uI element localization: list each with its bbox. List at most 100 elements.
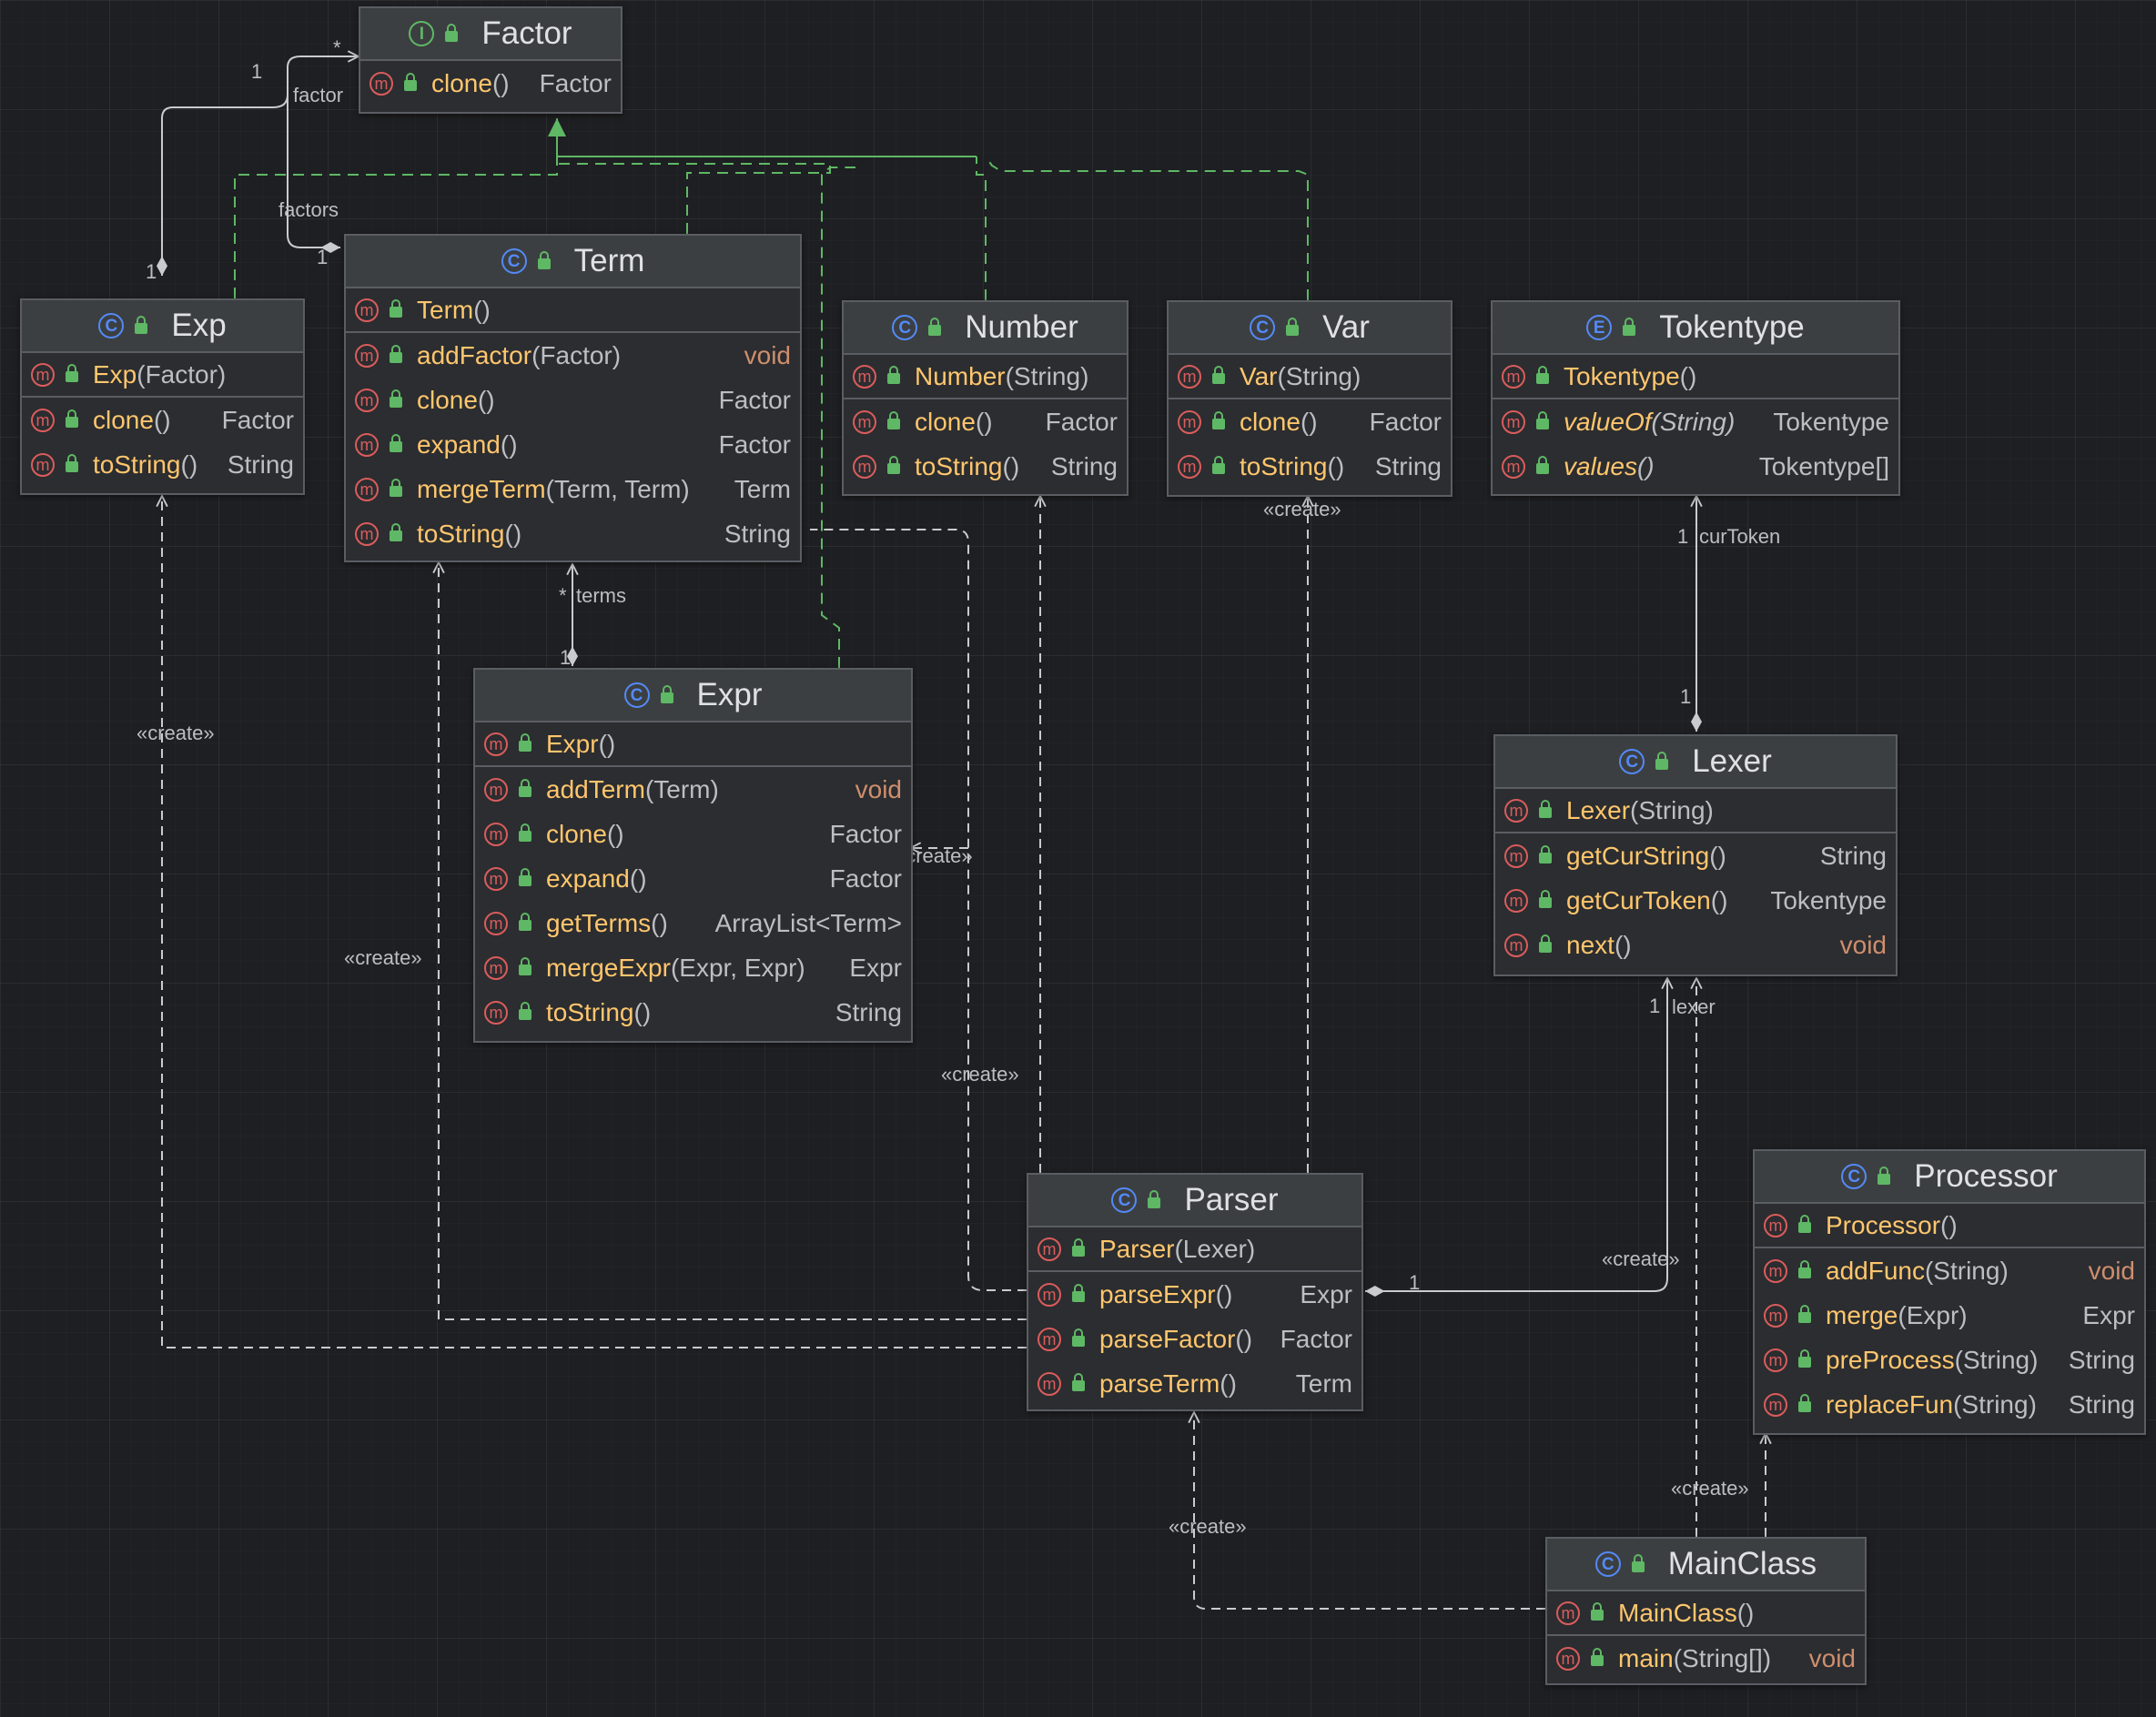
return-type: Tokentype (1773, 407, 1889, 436)
class-box-var[interactable]: C Var m Var (String) m clone () Factor m… (1167, 300, 1453, 497)
method-row[interactable]: m expand () Factor (346, 422, 800, 467)
class-box-number[interactable]: C Number m Number (String) m clone () Fa… (842, 300, 1129, 496)
public-visibility-icon (519, 823, 531, 842)
class-box-exp[interactable]: C Exp m Exp (Factor) m clone () Factor m… (20, 298, 305, 495)
method-row[interactable]: m merge (Expr) Expr (1755, 1293, 2144, 1338)
method-row[interactable]: m toString () String (475, 990, 911, 1035)
method-params: () (504, 519, 522, 548)
method-row[interactable]: m replaceFun (String) String (1755, 1382, 2144, 1427)
class-box-mainclass[interactable]: C MainClass m MainClass () m main (Strin… (1545, 1537, 1867, 1685)
method-row[interactable]: m toString () String (346, 511, 800, 556)
class-icon: C (1250, 315, 1276, 340)
return-type: void (855, 774, 902, 803)
method-name: clone (417, 385, 478, 414)
constructor-row[interactable]: m Parser (Lexer) (1028, 1227, 1361, 1272)
constructor-row[interactable]: m Number (String) (844, 355, 1127, 399)
method-row[interactable]: m toString () String (844, 444, 1127, 489)
constructor-params: (String) (1005, 361, 1089, 390)
method-row[interactable]: m mergeExpr (Expr, Expr) Expr (475, 945, 911, 990)
constructor-row[interactable]: m MainClass () (1547, 1591, 1865, 1636)
public-visibility-icon (887, 410, 900, 429)
method-row[interactable]: m preProcess (String) String (1755, 1338, 2144, 1382)
method-name: getTerms (546, 908, 652, 937)
method-icon: m (484, 866, 508, 891)
public-visibility-icon (1631, 1554, 1645, 1572)
return-type: Factor (221, 405, 294, 434)
constructor-params: () (473, 295, 491, 324)
method-name: toString (546, 997, 634, 1026)
method-icon: m (1764, 1303, 1787, 1328)
method-icon: m (853, 454, 876, 479)
method-row[interactable]: m getCurString () String (1495, 833, 1896, 878)
mult-terms-many: * (559, 584, 567, 607)
method-row[interactable]: m expand () Factor (475, 856, 911, 901)
class-header: E Tokentype (1493, 302, 1898, 355)
method-row[interactable]: m values () Tokentype[] (1493, 444, 1898, 489)
class-name: MainClass (1667, 1546, 1817, 1581)
method-icon: m (31, 452, 55, 477)
mult-factor-many: * (333, 36, 341, 59)
method-row[interactable]: m clone () Factor (844, 399, 1127, 444)
constructor-row[interactable]: m Processor () (1755, 1204, 2144, 1248)
return-type: String (724, 519, 791, 548)
method-row[interactable]: m toString () String (22, 442, 303, 487)
class-box-expr[interactable]: C Expr m Expr () m addTerm (Term) void m… (473, 668, 913, 1043)
class-name: Parser (1184, 1182, 1279, 1217)
constructor-name: Tokentype (1564, 361, 1680, 390)
class-box-lexer[interactable]: C Lexer m Lexer (String) m getCurString … (1493, 734, 1898, 976)
class-box-processor[interactable]: C Processor m Processor () m addFunc (St… (1753, 1149, 2146, 1435)
constructor-row[interactable]: m Expr () (475, 722, 911, 767)
class-name: Lexer (1692, 743, 1772, 779)
method-row[interactable]: m clone () Factor (360, 61, 621, 106)
method-name: addTerm (546, 774, 645, 803)
method-row[interactable]: m parseFactor () Factor (1028, 1317, 1361, 1361)
public-visibility-icon (1072, 1372, 1085, 1391)
method-name: toString (417, 519, 505, 548)
class-box-parser[interactable]: C Parser m Parser (Lexer) m parseExpr ()… (1027, 1173, 1363, 1411)
class-header: C Expr (475, 670, 911, 722)
method-row[interactable]: m clone () Factor (22, 398, 303, 442)
method-icon: m (1502, 454, 1525, 479)
class-box-factor[interactable]: I Factor m clone () Factor (359, 6, 623, 114)
class-header: C Exp (22, 300, 303, 353)
class-box-tokentype[interactable]: E Tokentype m Tokentype () m valueOf (St… (1491, 300, 1900, 496)
method-icon: m (355, 343, 379, 368)
constructor-row[interactable]: m Tokentype () (1493, 355, 1898, 399)
class-box-term[interactable]: C Term m Term () m addFactor (Factor) vo… (344, 234, 802, 562)
return-type: Factor (1369, 407, 1442, 436)
method-row[interactable]: m getTerms () ArrayList<Term> (475, 901, 911, 945)
public-visibility-icon (390, 433, 402, 452)
method-params: () (1002, 451, 1020, 480)
method-row[interactable]: m parseTerm () Term (1028, 1361, 1361, 1406)
method-row[interactable]: m valueOf (String) Tokentype (1493, 399, 1898, 444)
method-row[interactable]: m clone () Factor (346, 378, 800, 422)
method-row[interactable]: m parseExpr () Expr (1028, 1272, 1361, 1317)
method-row[interactable]: m toString () String (1169, 444, 1451, 489)
method-row[interactable]: m clone () Factor (475, 812, 911, 856)
method-row[interactable]: m addFactor (Factor) void (346, 333, 800, 378)
method-icon: m (1556, 1601, 1580, 1625)
constructor-row[interactable]: m Exp (Factor) (22, 353, 303, 398)
method-row[interactable]: m clone () Factor (1169, 399, 1451, 444)
method-icon: m (1502, 409, 1525, 434)
method-icon: m (1764, 1348, 1787, 1372)
class-header: C Term (346, 236, 800, 288)
class-icon: C (892, 315, 918, 340)
method-name: merge (1826, 1300, 1898, 1329)
constructor-row[interactable]: m Var (String) (1169, 355, 1451, 399)
method-row[interactable]: m next () void (1495, 923, 1896, 967)
return-type: String (227, 449, 294, 479)
constructor-name: Term (417, 295, 474, 324)
method-row[interactable]: m addTerm (Term) void (475, 767, 911, 812)
public-visibility-icon (66, 409, 78, 428)
constructor-row[interactable]: m Lexer (String) (1495, 789, 1896, 833)
method-row[interactable]: m addFunc (String) void (1755, 1248, 2144, 1293)
return-type: Factor (539, 68, 612, 97)
constructor-row[interactable]: m Term () (346, 288, 800, 333)
public-visibility-icon (1148, 1190, 1161, 1208)
method-row[interactable]: m mergeTerm (Term, Term) Term (346, 467, 800, 511)
method-row[interactable]: m getCurToken () Tokentype (1495, 878, 1896, 923)
class-icon: C (1841, 1164, 1868, 1189)
method-icon: m (853, 409, 876, 434)
method-row[interactable]: m main (String[]) void (1547, 1636, 1865, 1681)
